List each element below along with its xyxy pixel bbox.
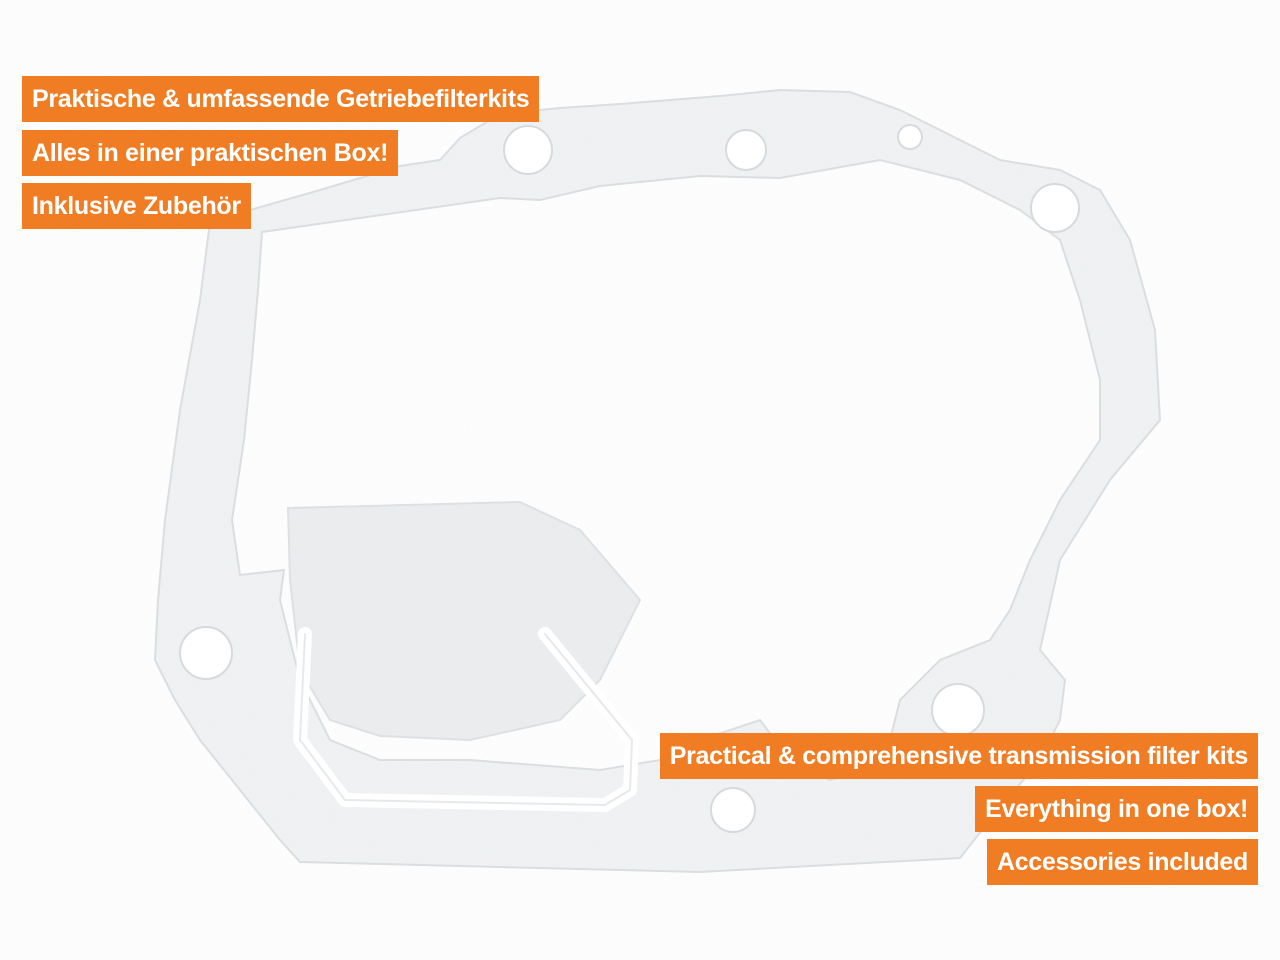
badge-en-one-box: Everything in one box! bbox=[975, 786, 1258, 832]
bolt-hole bbox=[710, 787, 756, 833]
bolt-hole bbox=[725, 129, 767, 171]
bolt-hole bbox=[503, 125, 553, 175]
badge-en-practical-kits: Practical & comprehensive transmission f… bbox=[659, 733, 1258, 779]
badge-de-one-box: Alles in einer praktischen Box! bbox=[22, 130, 399, 176]
bolt-hole bbox=[1030, 183, 1080, 233]
badge-de-practical-kits: Praktische & umfassende Getriebefilterki… bbox=[22, 76, 540, 122]
gasket-bolt-holes bbox=[179, 124, 1080, 833]
bolt-hole bbox=[897, 124, 923, 150]
badge-en-accessories: Accessories included bbox=[986, 839, 1258, 885]
gasket-slots bbox=[293, 627, 639, 812]
gasket-slot-edge bbox=[299, 633, 633, 806]
bolt-hole bbox=[179, 626, 233, 680]
badge-de-accessories: Inklusive Zubehör bbox=[22, 183, 251, 229]
bolt-hole bbox=[931, 683, 985, 737]
